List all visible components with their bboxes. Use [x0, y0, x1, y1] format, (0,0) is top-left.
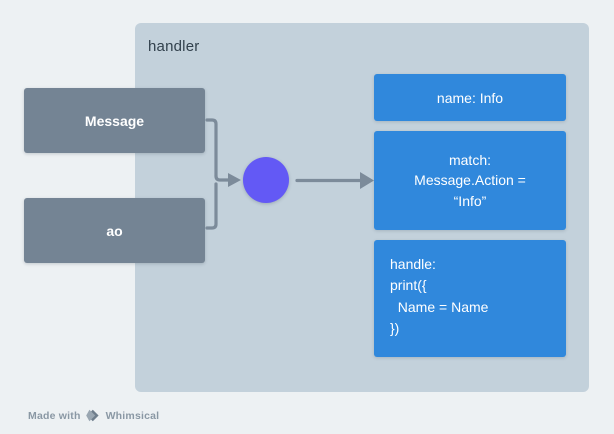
- node-name-info[interactable]: name: Info: [374, 74, 566, 121]
- node-match-text: match: Message.Action = “Info”: [414, 150, 526, 211]
- node-handle-line-3: Name = Name: [390, 298, 489, 315]
- node-match-line-3: “Info”: [453, 192, 487, 209]
- watermark-brand-label: Whimsical: [105, 409, 160, 422]
- whimsical-watermark[interactable]: Made with Whimsical: [28, 409, 159, 422]
- whimsical-logo-icon: [85, 409, 99, 422]
- node-message-label: Message: [84, 112, 145, 129]
- node-message[interactable]: Message: [24, 88, 205, 153]
- node-name-info-label: name: Info: [436, 89, 504, 106]
- node-handle-line-4: }): [390, 319, 400, 336]
- node-ao-label: ao: [106, 222, 123, 239]
- node-match[interactable]: match: Message.Action = “Info”: [374, 131, 566, 230]
- node-handle-line-2: print({: [390, 277, 427, 294]
- node-match-line-2: Message.Action =: [414, 172, 526, 189]
- merge-node[interactable]: [243, 157, 289, 203]
- node-match-line-1: match:: [448, 152, 491, 169]
- node-ao[interactable]: ao: [24, 198, 205, 263]
- node-handle-line-1: handle:: [390, 256, 436, 272]
- group-title: handler: [148, 38, 200, 55]
- node-handle[interactable]: handle: print({ Name = Name }): [374, 240, 566, 357]
- watermark-made-with-label: Made with: [28, 409, 81, 422]
